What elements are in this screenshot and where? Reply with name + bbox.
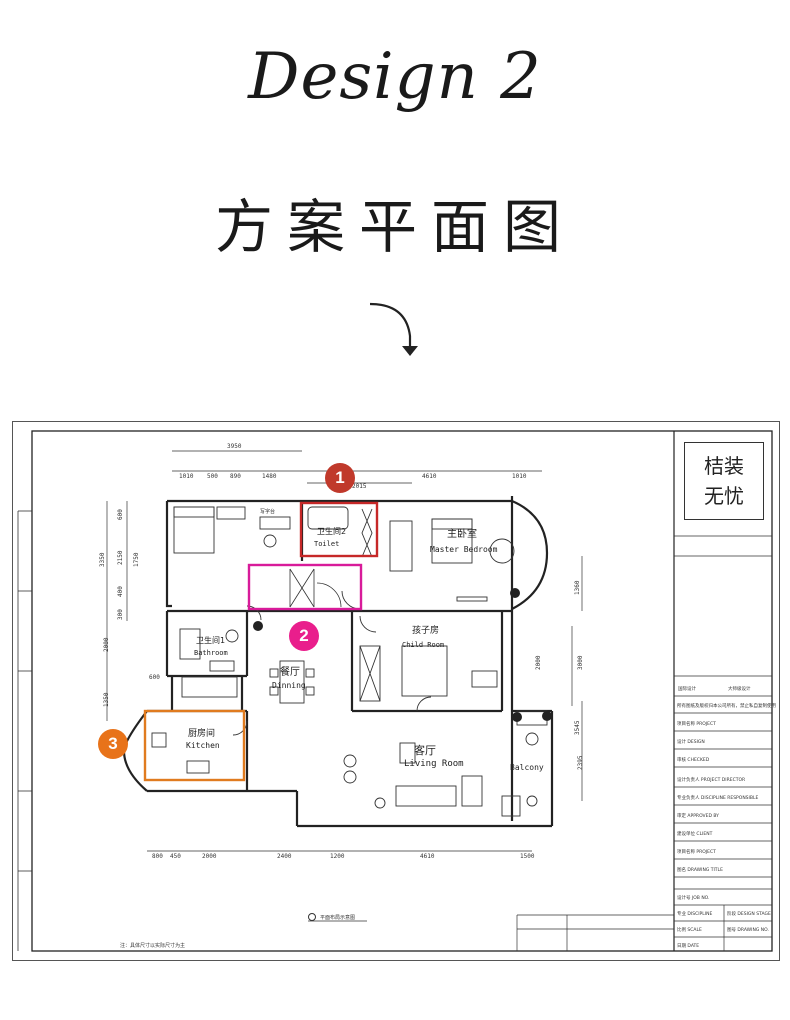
- dim-bottom-2400: 2400: [277, 853, 292, 860]
- tb-row-9: 项目名称 PROJECT: [677, 848, 716, 855]
- room-balcony-en: Balcony: [510, 763, 544, 772]
- room-child-cn: 孩子房: [412, 624, 439, 636]
- dim-bottom-1200: 1200: [330, 853, 345, 860]
- dim-bottom-4610: 4610: [420, 853, 435, 860]
- design-title: Design 2: [248, 40, 542, 114]
- curved-arrow-down-icon: [369, 302, 418, 356]
- dim-left-1750: 1750: [133, 552, 140, 567]
- dim-left-600b: 600: [149, 674, 160, 681]
- plan-caption: 平面布局示意图: [320, 914, 355, 921]
- tb-small-2: 阶段 DESIGN STAGE: [727, 910, 771, 917]
- room-bath-en: Bathroom: [194, 649, 228, 657]
- tb-company: 国际设计: [678, 685, 696, 692]
- dim-left-300: 300: [117, 609, 124, 620]
- tb-row-1: 所有图纸及版权归本公司所有，禁止私自复制使用: [677, 702, 776, 709]
- tb-row-3: 设计 DESIGN: [677, 738, 705, 745]
- tb-row-10: 图名 DRAWING TITLE: [677, 866, 723, 873]
- dim-left-3350: 3350: [99, 552, 106, 567]
- dim-top-890: 890: [230, 473, 241, 480]
- room-master-cn: 主卧室: [447, 527, 477, 540]
- dim-right-2395: 2395: [577, 755, 584, 770]
- tb-row-6: 专业负责人 DISCIPLINE RESPONSIBLE: [677, 794, 758, 801]
- dim-top-1010b: 1010: [512, 473, 527, 480]
- tb-row-2: 项目名称 PROJECT: [677, 720, 716, 727]
- tb-row-8: 建设单位 CLIENT: [677, 830, 713, 837]
- dim-right-3545: 3545: [574, 720, 581, 735]
- room-dining-en: Dinning: [272, 681, 306, 690]
- dim-left-2150: 2150: [117, 550, 124, 565]
- plan-note: 注：具体尺寸以实际尺寸为主: [120, 942, 185, 949]
- dim-top-4610: 4610: [422, 473, 437, 480]
- room-kitchen-cn: 厨房间: [188, 727, 215, 739]
- dim-top-2015: 2015: [352, 483, 367, 490]
- room-master-en: Master Bedroom: [430, 545, 498, 554]
- room-toilet-en: Toilet: [314, 540, 339, 548]
- dim-top-500: 500: [207, 473, 218, 480]
- tb-row-7: 审定 APPROVED BY: [677, 812, 719, 819]
- tb-design-team: 大师级设计: [728, 685, 751, 692]
- room-dining-cn: 餐厅: [280, 665, 300, 678]
- room-toilet-cn: 卫生间2: [317, 526, 346, 536]
- dim-left-2000: 2000: [103, 637, 110, 652]
- badge-3: 3: [98, 729, 128, 759]
- dim-left-400: 400: [117, 586, 124, 597]
- dim-bottom-450: 450: [170, 853, 181, 860]
- brand-line-1: 桔装: [704, 454, 744, 478]
- tb-small-5: 图号 DRAWING NO.: [727, 927, 769, 933]
- room-study-cn: 写字台: [260, 508, 275, 515]
- tb-small-4: 比例 SCALE: [677, 926, 702, 933]
- tb-small-6: 日期 DATE: [677, 943, 699, 949]
- tb-small-1: 设计号 JOB NO.: [677, 894, 709, 901]
- dim-top-1480: 1480: [262, 473, 277, 480]
- dim-right-3000: 3000: [577, 655, 584, 670]
- highlight-toilet: [299, 501, 379, 558]
- dim-top-3950: 3950: [227, 443, 242, 450]
- room-living-cn: 客厅: [414, 743, 436, 757]
- dim-right-2000: 2000: [535, 655, 542, 670]
- tb-row-5: 设计负责人 PROJECT DIRECTOR: [677, 776, 745, 783]
- dim-right-1360: 1360: [574, 580, 581, 595]
- tb-row-4: 审核 CHECKED: [677, 756, 710, 763]
- highlight-corridor: [247, 563, 363, 611]
- room-kitchen-en: Kitchen: [186, 741, 220, 750]
- room-bath-cn: 卫生间1: [196, 635, 225, 645]
- badge-2: 2: [289, 621, 319, 651]
- dim-bottom-1500: 1500: [520, 853, 535, 860]
- badge-1: 1: [325, 463, 355, 493]
- dim-top-1010: 1010: [179, 473, 194, 480]
- room-child-en: Child Room: [402, 641, 444, 649]
- dim-left-600: 600: [117, 509, 124, 520]
- brand-line-2: 无忧: [704, 484, 744, 508]
- tb-small-3: 专业 DISCIPLINE: [677, 910, 712, 917]
- floor-plan-sheet: 3950 1010 500 890 1480 4610 1010 2015 80…: [12, 421, 780, 961]
- brand-logo: 桔装 无忧: [684, 442, 764, 520]
- plan-title-cn: 方案平面图: [214, 193, 575, 261]
- dim-bottom-800: 800: [152, 853, 163, 860]
- highlight-kitchen: [143, 709, 246, 782]
- dim-bottom-2000: 2000: [202, 853, 217, 860]
- room-living-en: Living Room: [404, 759, 464, 769]
- dim-left-1350: 1350: [103, 692, 110, 707]
